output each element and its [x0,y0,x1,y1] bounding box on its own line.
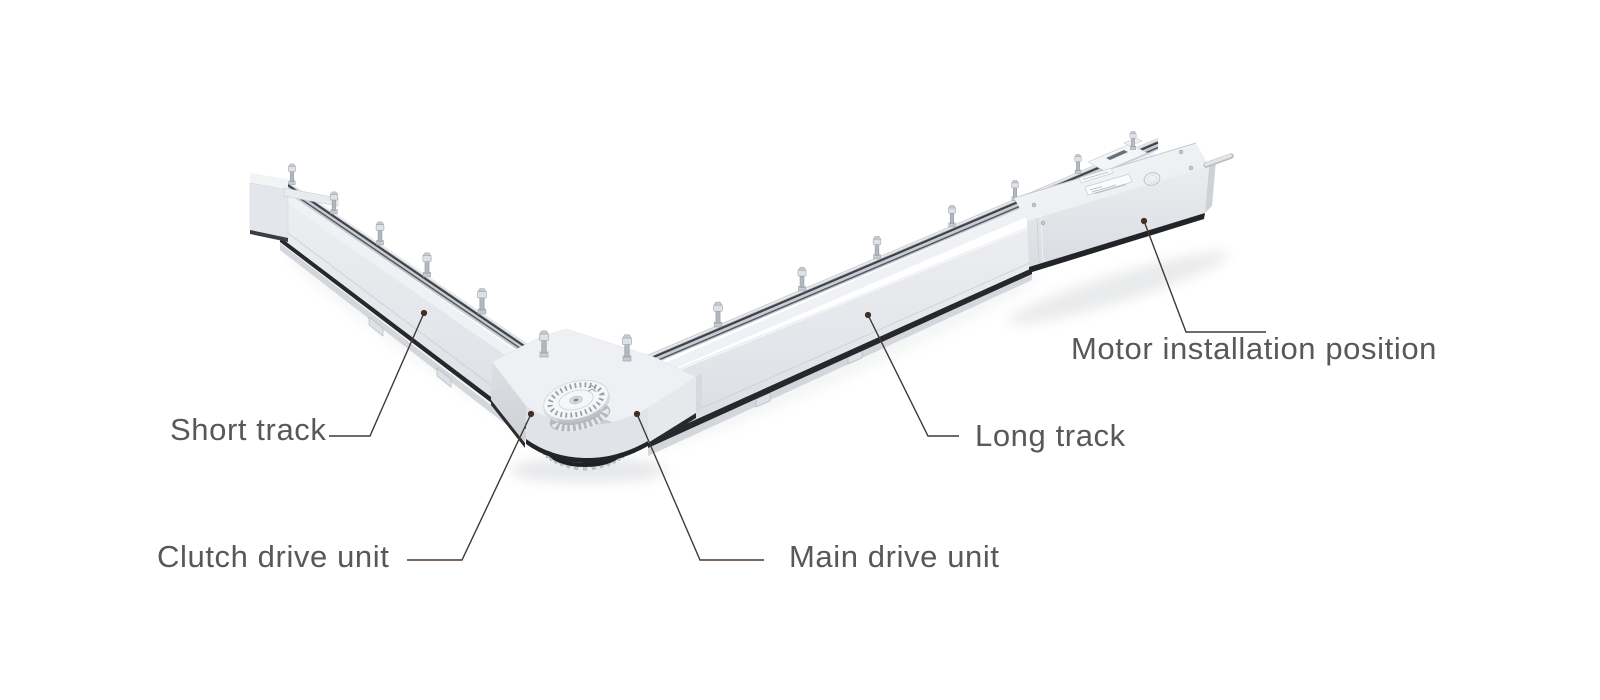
leader-dots [420,217,1148,418]
clutch-unit-front-face [491,362,526,443]
mounting-clip-icon [288,163,296,186]
short-track-front-face [280,196,556,446]
corner-apron [526,406,648,459]
label-long-track: Long track [975,418,1126,453]
mounting-clip-icon [872,236,882,260]
label-clutch-drive-unit: Clutch drive unit [157,539,390,574]
leader-line-motor-position [1143,220,1266,333]
label-motor-installation-position: Motor installation position [1071,331,1437,366]
motor-box-graphic [1013,131,1234,273]
mount-tab [755,392,771,408]
mounting-clip-icon [713,301,723,328]
label-short-track: Short track [170,412,327,447]
mount-tab [436,367,452,388]
mount-tab [368,316,384,337]
short-track-end-cap-front [249,182,289,239]
mounting-clip-icon [375,221,385,246]
mounting-clip-icon [948,205,956,228]
motor-box-front-face [1027,166,1209,267]
mounting-clip-icon [797,267,807,292]
end-bracket-plate [283,187,339,207]
motor-box-right-face [1205,160,1216,213]
short-track-underside [280,243,556,463]
leader-lines [329,220,1266,561]
corner-unit-graphic [491,328,702,471]
mounting-clip-icon [477,288,487,315]
product-label-sticker [1078,167,1133,196]
leader-line-short-track [329,312,425,437]
belt-tensioner-block [1087,143,1148,172]
arrow-marking [587,385,597,392]
long-track-underside [648,273,1032,456]
leader-line-clutch-drive-unit [407,413,532,561]
short-track-end-cap [250,173,288,190]
leader-line-main-drive-unit [636,413,764,561]
leader-line-long-track [867,314,959,437]
main-unit-front-face [648,377,696,443]
short-track-shadow-band [280,237,556,452]
screw-icons [1031,149,1194,226]
long-track-shadow-band [648,268,1032,448]
antenna-graphic [1203,153,1234,168]
mounting-clip-icon [1074,154,1082,174]
long-track-front-face [648,225,1032,441]
short-track-top-face [280,189,558,390]
mounting-clip-icon [422,252,432,278]
label-main-drive-unit: Main drive unit [789,539,1000,574]
adjustment-dial-icon [543,379,611,424]
